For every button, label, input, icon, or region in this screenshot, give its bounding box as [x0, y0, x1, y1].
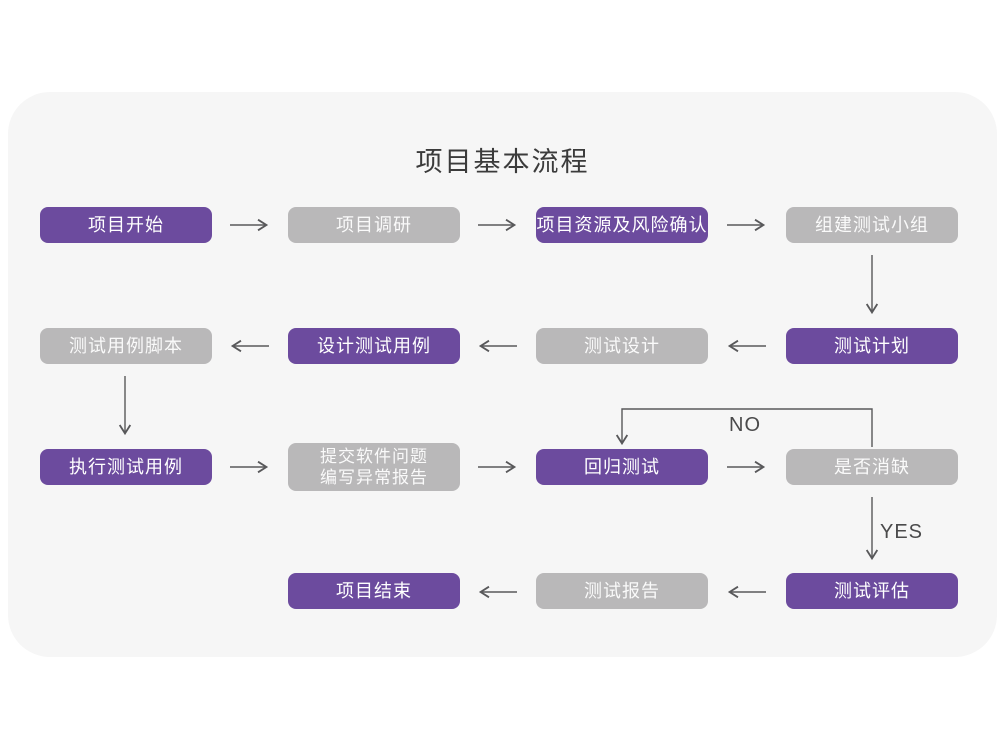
node-test-report: 测试报告 — [536, 573, 708, 609]
node-label: 测试计划 — [834, 335, 910, 356]
node-project-research: 项目调研 — [288, 207, 460, 243]
node-label: 项目资源及风险确认 — [536, 214, 708, 235]
node-resources-risk-confirm: 项目资源及风险确认 — [536, 207, 708, 243]
node-regression-test: 回归测试 — [536, 449, 708, 485]
node-project-end: 项目结束 — [288, 573, 460, 609]
node-test-evaluation: 测试评估 — [786, 573, 958, 609]
node-defect-cleared-decision: 是否消缺 — [786, 449, 958, 485]
node-label: 是否消缺 — [834, 456, 910, 477]
node-label-line2: 编写异常报告 — [320, 468, 428, 487]
node-label: 组建测试小组 — [815, 214, 929, 235]
node-label: 项目开始 — [88, 214, 164, 235]
flowchart-card-background — [8, 92, 997, 657]
node-label: 测试用例脚本 — [69, 335, 183, 356]
node-test-design: 测试设计 — [536, 328, 708, 364]
node-label: 执行测试用例 — [69, 456, 183, 477]
node-build-test-team: 组建测试小组 — [786, 207, 958, 243]
node-test-plan: 测试计划 — [786, 328, 958, 364]
diagram-title: 项目基本流程 — [415, 147, 590, 177]
node-design-test-case: 设计测试用例 — [288, 328, 460, 364]
node-label: 测试评估 — [834, 580, 910, 601]
node-label: 回归测试 — [584, 456, 660, 477]
edge-label-yes: YES — [880, 521, 924, 543]
node-project-start: 项目开始 — [40, 207, 212, 243]
node-label: 设计测试用例 — [317, 335, 431, 356]
node-submit-issues-report: 提交软件问题 编写异常报告 — [288, 443, 460, 491]
node-execute-test-case: 执行测试用例 — [40, 449, 212, 485]
node-test-case-script: 测试用例脚本 — [40, 328, 212, 364]
node-label: 测试设计 — [584, 335, 660, 356]
node-label: 项目调研 — [336, 214, 412, 235]
node-label: 测试报告 — [584, 580, 660, 601]
edge-label-no: NO — [729, 414, 761, 436]
node-label-line1: 提交软件问题 — [320, 446, 428, 466]
node-label: 项目结束 — [336, 580, 412, 601]
